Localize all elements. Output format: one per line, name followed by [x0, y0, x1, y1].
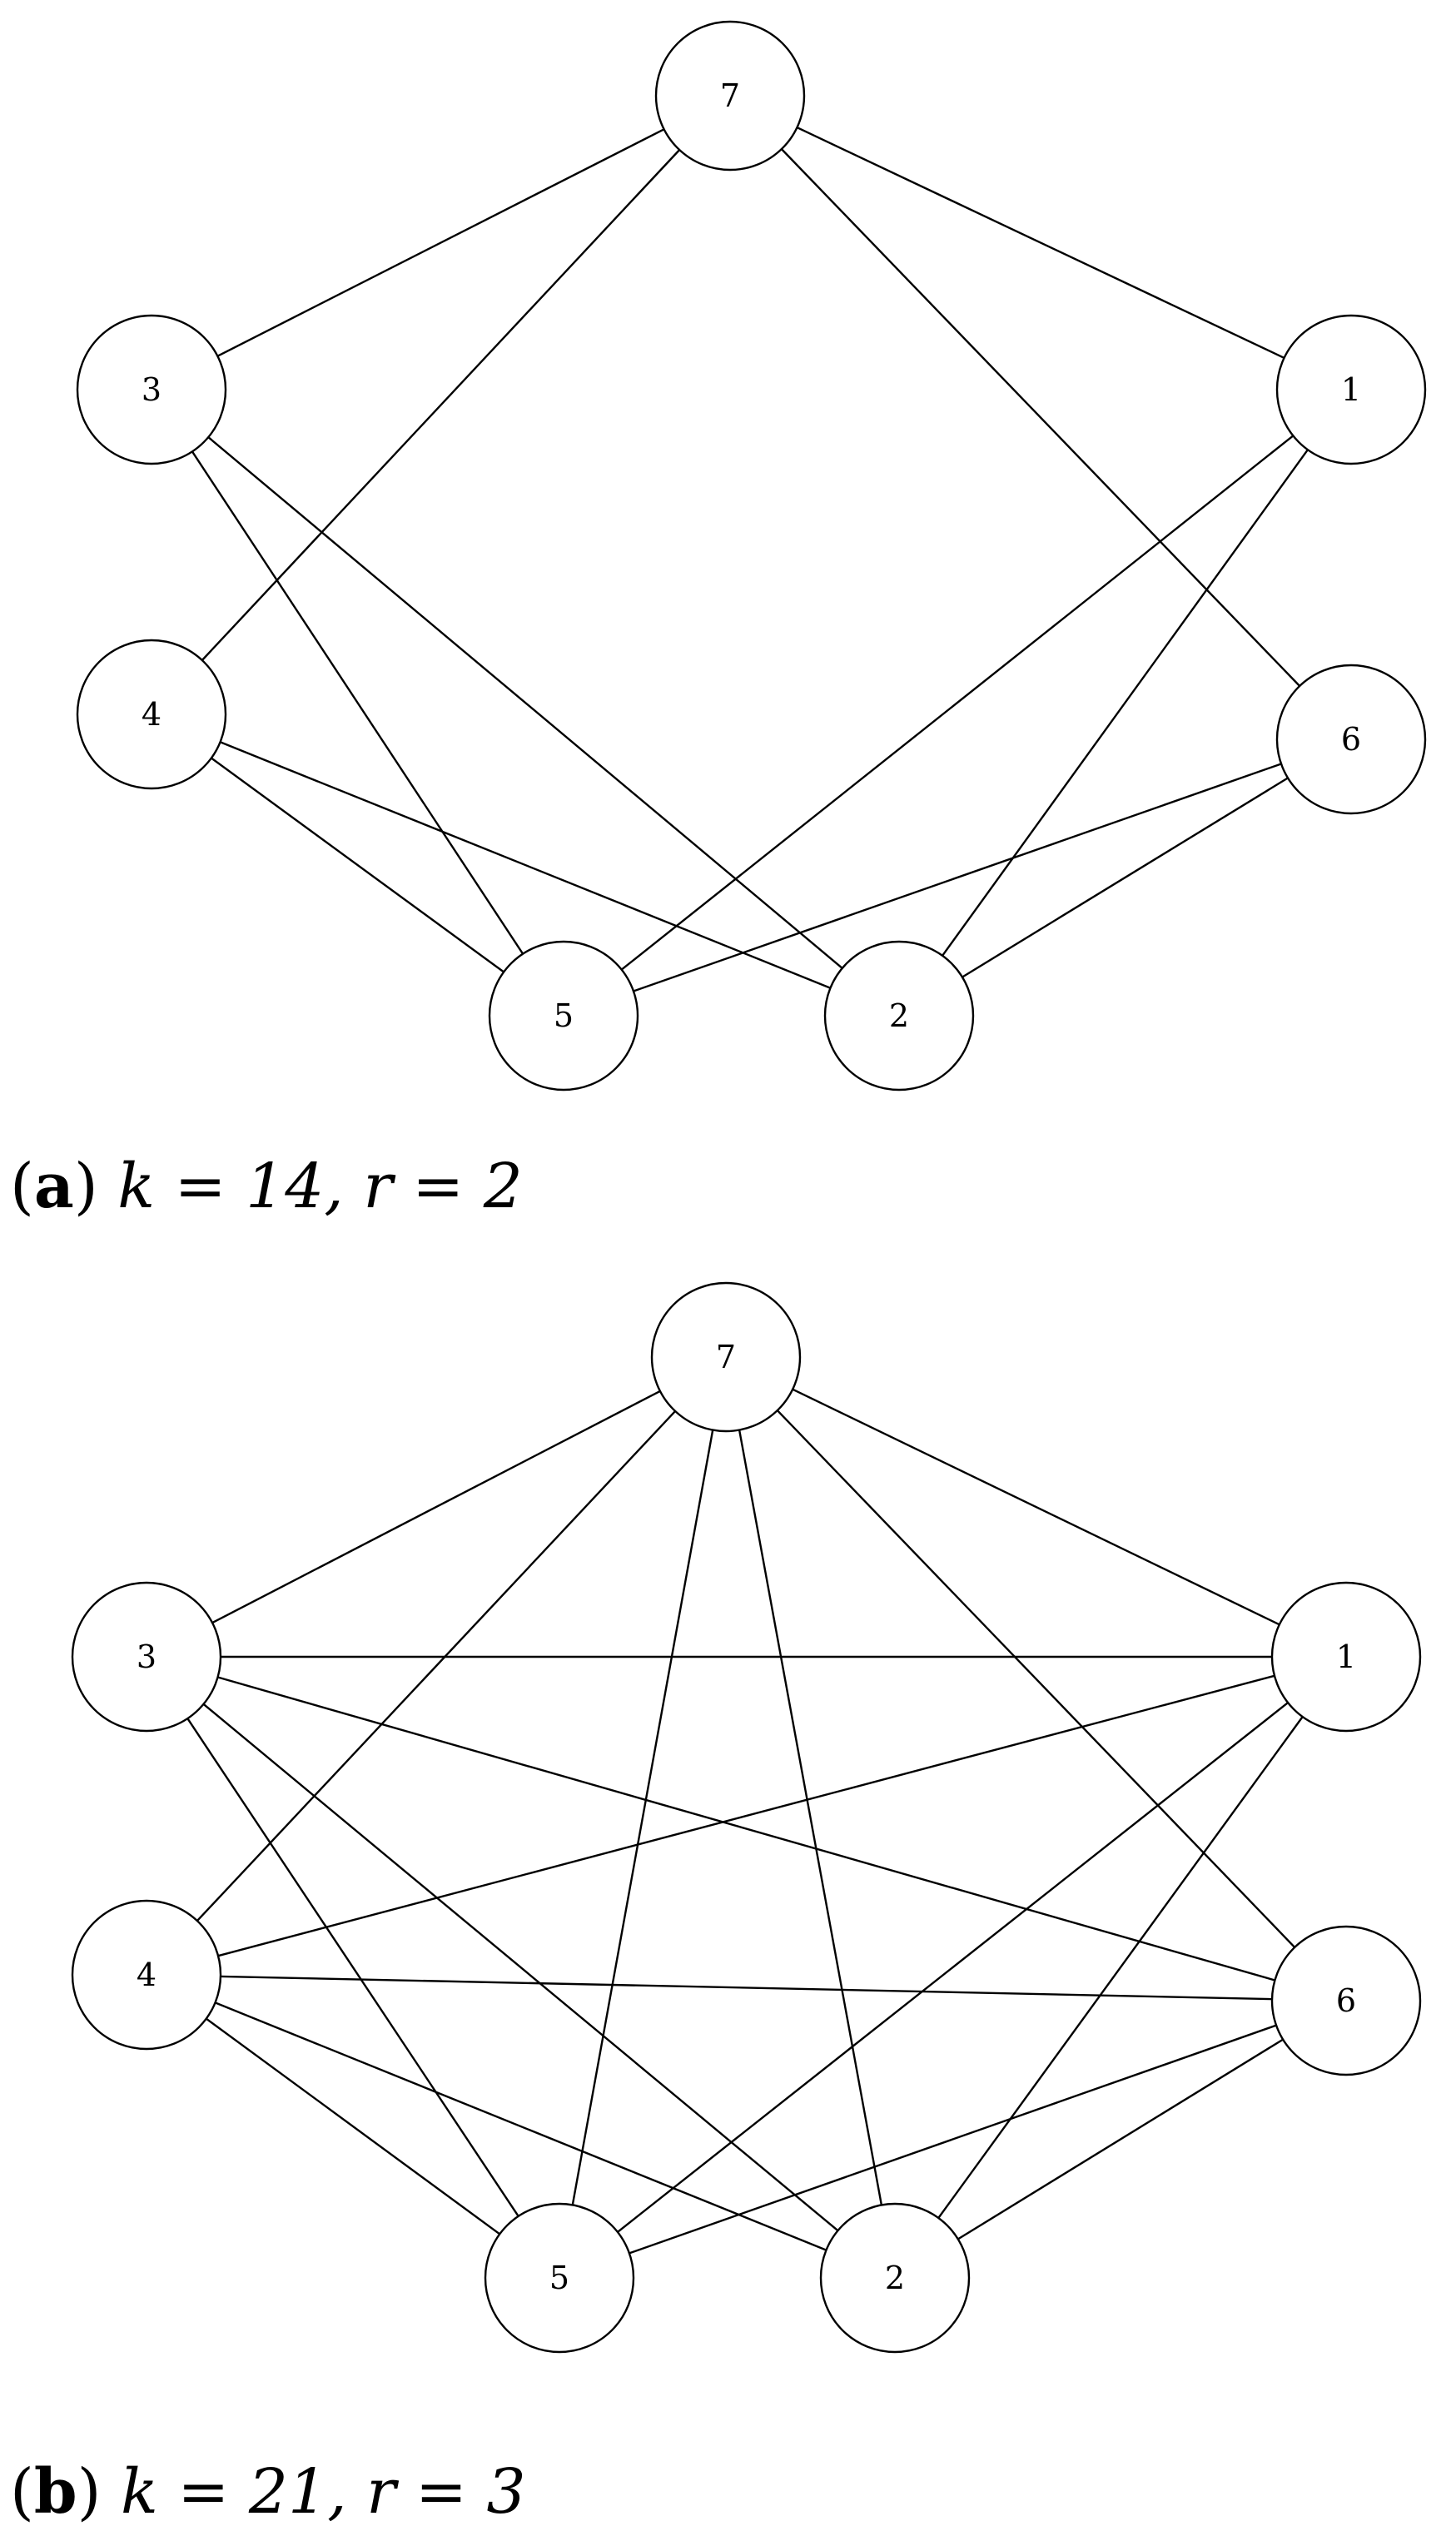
edge-b-3-2	[202, 1703, 839, 2232]
node-label-a-2: 2	[889, 997, 909, 1034]
edge-b-7-4	[196, 1410, 676, 1922]
node-b-2: 2	[819, 2202, 971, 2354]
node-label-a-7: 7	[720, 77, 740, 114]
node-circle-a-6	[1275, 664, 1427, 815]
edge-b-6-2	[957, 2038, 1284, 2240]
node-circle-a-2	[823, 940, 975, 1091]
caption-b-letter: b	[33, 2456, 77, 2528]
caption-b-close-paren: )	[77, 2456, 102, 2528]
node-b-3: 3	[71, 1581, 222, 1733]
node-circle-b-3	[71, 1581, 222, 1733]
edge-b-7-2	[738, 1430, 883, 2205]
node-circle-a-1	[1275, 314, 1427, 465]
node-circle-a-5	[488, 940, 639, 1091]
node-a-3: 3	[76, 314, 227, 465]
edge-a-6-5	[633, 763, 1282, 992]
node-label-b-2: 2	[885, 2260, 905, 2296]
edge-b-7-6	[776, 1410, 1296, 1948]
nodes-a: 7 3 1 4 6 5 2	[76, 20, 1427, 1091]
node-label-b-4: 4	[137, 1957, 157, 1993]
node-circle-b-6	[1270, 1925, 1422, 2076]
edge-b-7-1	[792, 1388, 1280, 1626]
node-label-a-1: 1	[1341, 371, 1361, 408]
edge-b-7-3	[211, 1390, 661, 1624]
graph-a: 7 3 1 4 6 5 2	[76, 20, 1427, 1091]
edge-a-6-2	[962, 777, 1289, 978]
node-circle-a-3	[76, 314, 227, 465]
caption-a-close-paren: )	[73, 1151, 98, 1222]
edge-a-7-1	[796, 127, 1285, 359]
nodes-b: 7 3 1 4 6 5 2	[71, 1281, 1422, 2354]
edge-b-6-5	[629, 2024, 1277, 2255]
node-label-b-5: 5	[549, 2260, 569, 2296]
node-b-7: 7	[650, 1281, 802, 1433]
node-label-a-5: 5	[554, 997, 574, 1034]
node-label-a-4: 4	[142, 696, 162, 733]
panel-b: 7 3 1 4 6 5 2 (b) k = 21, r = 3	[0, 1249, 1456, 2536]
node-label-a-6: 6	[1341, 721, 1361, 758]
edge-b-4-5	[206, 2017, 500, 2235]
edge-a-4-5	[211, 757, 504, 973]
caption-b-math: k = 21, r = 3	[121, 2456, 526, 2528]
edge-a-1-2	[942, 449, 1309, 957]
edge-b-4-2	[215, 2001, 827, 2251]
panel-a: 7 3 1 4 6 5 2 (a) k = 14, r = 2	[0, 0, 1456, 1249]
caption-a-letter: a	[33, 1151, 74, 1222]
edge-a-3-2	[207, 436, 843, 969]
node-a-1: 1	[1275, 314, 1427, 465]
node-b-5: 5	[484, 2202, 635, 2354]
node-a-2: 2	[823, 940, 975, 1091]
edge-a-4-2	[220, 741, 831, 989]
node-a-6: 6	[1275, 664, 1427, 815]
edge-b-3-5	[186, 1718, 519, 2217]
caption-b: (b) k = 21, r = 3	[10, 2461, 526, 2523]
edge-b-1-2	[937, 1716, 1304, 2219]
node-circle-b-5	[484, 2202, 635, 2354]
node-label-b-1: 1	[1336, 1638, 1356, 1675]
node-label-b-7: 7	[716, 1339, 736, 1375]
node-circle-b-7	[650, 1281, 802, 1433]
node-a-5: 5	[488, 940, 639, 1091]
edge-a-1-5	[620, 435, 1294, 971]
node-circle-b-4	[71, 1899, 222, 2051]
edge-a-3-5	[191, 450, 524, 955]
node-a-4: 4	[76, 639, 227, 790]
edge-b-1-4	[217, 1674, 1275, 1957]
caption-a-open-paren: (	[10, 1151, 34, 1222]
edges-b	[186, 1388, 1304, 2255]
edge-a-7-3	[216, 128, 665, 357]
edge-b-4-6	[220, 1975, 1273, 2001]
caption-a: (a) k = 14, r = 2	[10, 1156, 523, 1217]
edge-b-7-5	[571, 1430, 714, 2205]
node-circle-b-2	[819, 2202, 971, 2354]
node-b-1: 1	[1270, 1581, 1422, 1733]
node-label-a-3: 3	[142, 371, 162, 408]
edge-b-1-5	[617, 1702, 1289, 2233]
edge-a-7-6	[780, 148, 1301, 687]
edges-a	[191, 127, 1309, 992]
node-circle-b-1	[1270, 1581, 1422, 1733]
edge-b-3-6	[217, 1676, 1275, 1982]
edge-a-7-4	[201, 149, 681, 661]
node-b-6: 6	[1270, 1925, 1422, 2076]
graph-b: 7 3 1 4 6 5 2	[71, 1281, 1422, 2354]
node-circle-a-4	[76, 639, 227, 790]
node-label-b-3: 3	[137, 1638, 157, 1675]
node-b-4: 4	[71, 1899, 222, 2051]
node-a-7: 7	[654, 20, 806, 172]
node-circle-a-7	[654, 20, 806, 172]
caption-b-open-paren: (	[10, 2456, 34, 2528]
node-label-b-6: 6	[1336, 1982, 1356, 2019]
caption-a-math: k = 14, r = 2	[117, 1151, 523, 1222]
